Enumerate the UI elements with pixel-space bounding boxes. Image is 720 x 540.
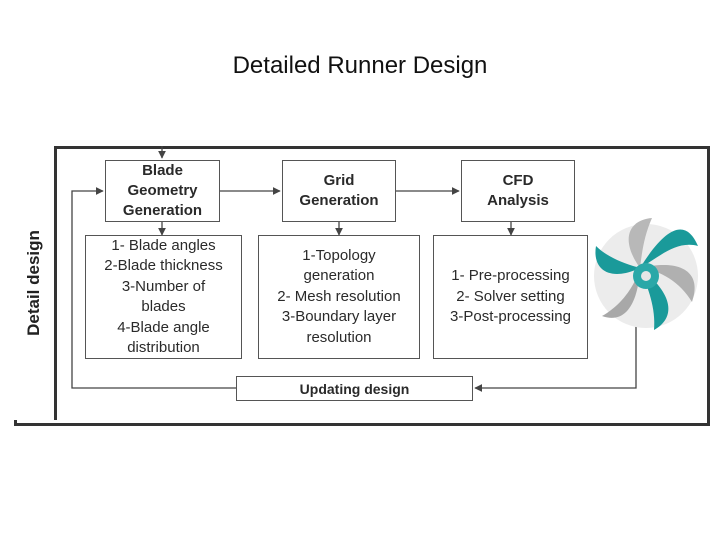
step-1-details-box: 1- Blade angles 2-Blade thickness 3-Numb… [85, 235, 242, 359]
design-flow-diagram: Detail design Blade Geometry Generation … [14, 146, 710, 426]
step-2-title-box: Grid Generation [282, 160, 396, 222]
step-2-details: 1-Topology generation 2- Mesh resolution… [277, 246, 401, 346]
side-panel: Detail design [14, 146, 57, 420]
step-2-title: Grid Generation [299, 172, 379, 209]
feedback-label: Updating design [299, 380, 410, 397]
feedback-out-arrow [71, 187, 236, 389]
slide-title: Detailed Runner Design [232, 52, 488, 79]
step-1-title-box: Blade Geometry Generation [105, 160, 220, 222]
step-2-details-box: 1-Topology generation 2- Mesh resolution… [258, 235, 420, 359]
feedback-box: Updating design [236, 376, 473, 401]
step-3-details: 1- Pre-processing 2- Solver setting 3-Po… [450, 267, 571, 326]
step-1-details: 1- Blade angles 2-Blade thickness 3-Numb… [104, 236, 223, 357]
step-1-title: Blade Geometry Generation [122, 162, 203, 219]
turbine-runner-icon [594, 218, 698, 330]
step-3-details-box: 1- Pre-processing 2- Solver setting 3-Po… [433, 235, 588, 359]
step-3-title-box: CFD Analysis [461, 160, 575, 222]
step-3-title: CFD Analysis [487, 172, 549, 209]
